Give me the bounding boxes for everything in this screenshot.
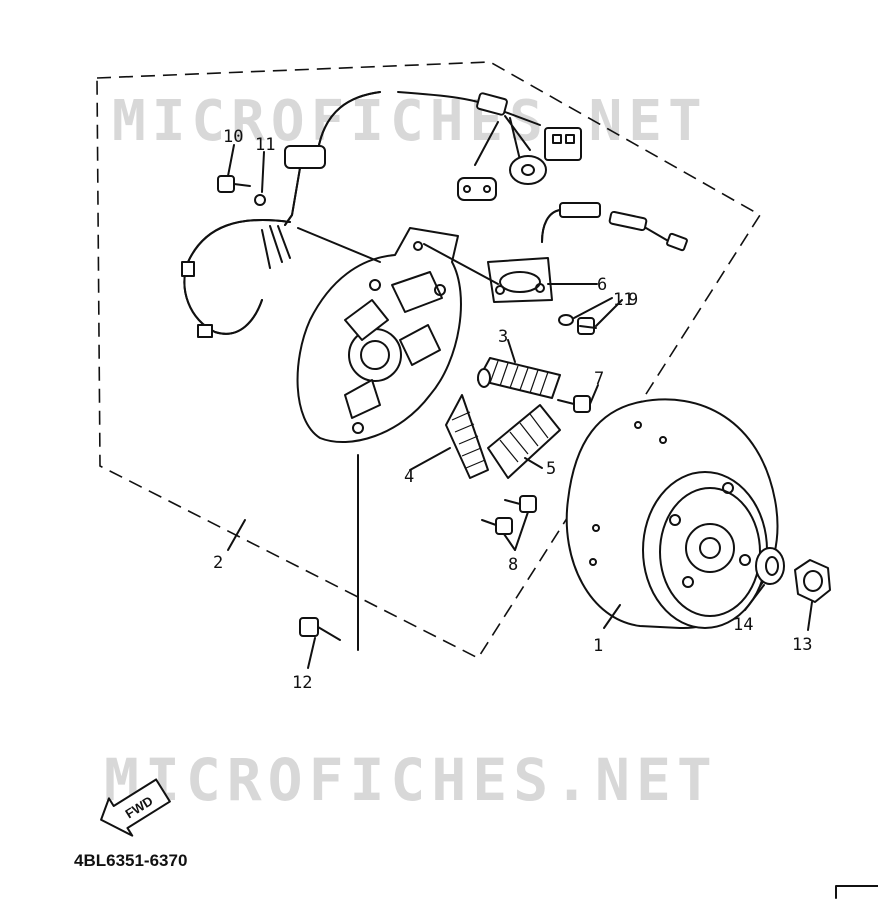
watermark-bottom: MICROFICHES.NET <box>104 746 718 814</box>
leader-6 <box>423 243 499 285</box>
screw-7 <box>557 395 591 413</box>
wire-loop <box>181 218 291 338</box>
callout-5: 5 <box>546 459 556 479</box>
callout-14: 12 <box>292 673 312 693</box>
callout-13: 14 <box>733 615 753 635</box>
pickup-coil <box>487 202 688 303</box>
washer-13 <box>755 547 785 585</box>
callout-12: 13 <box>792 635 812 655</box>
cable-clamp <box>284 145 326 169</box>
callout-11-left: 11 <box>255 135 275 155</box>
screw-8-upper <box>504 495 537 513</box>
callout-6: 6 <box>597 275 607 295</box>
stator-coil-3 <box>477 357 561 399</box>
callout-8: 8 <box>508 555 518 575</box>
callout-2: 2 <box>213 553 223 573</box>
stator-base-plate <box>296 227 462 443</box>
part-number: 4BL6351-6370 <box>74 851 187 870</box>
watermark-top: MICROFICHES.NET <box>112 89 708 154</box>
assembly-boundary <box>96 61 762 660</box>
nut-12 <box>794 559 831 603</box>
callout-11-right: 11 <box>613 290 633 310</box>
screw-10 <box>217 175 251 193</box>
callout-3: 3 <box>498 327 508 347</box>
callout-9: 9 <box>628 290 638 310</box>
callout-leaders <box>227 144 813 669</box>
bolt-14 <box>299 454 359 651</box>
flywheel-rotor <box>565 398 779 630</box>
callout-10: 10 <box>223 127 243 147</box>
washer-11 <box>254 194 266 206</box>
stator-coil-5 <box>487 404 561 479</box>
callout-1: 1 <box>593 636 603 656</box>
callout-4: 4 <box>404 467 414 487</box>
screw-8-lower <box>481 517 513 535</box>
wire-harness <box>284 91 582 226</box>
washer-11-right <box>558 314 574 326</box>
callout-7: 7 <box>594 369 604 389</box>
screw-9 <box>577 317 597 335</box>
coupler-connector <box>544 127 582 161</box>
grommet <box>509 155 547 185</box>
corner-mark <box>835 885 878 899</box>
stator-coil-4 <box>445 394 489 479</box>
leader-10-11 <box>297 227 381 263</box>
